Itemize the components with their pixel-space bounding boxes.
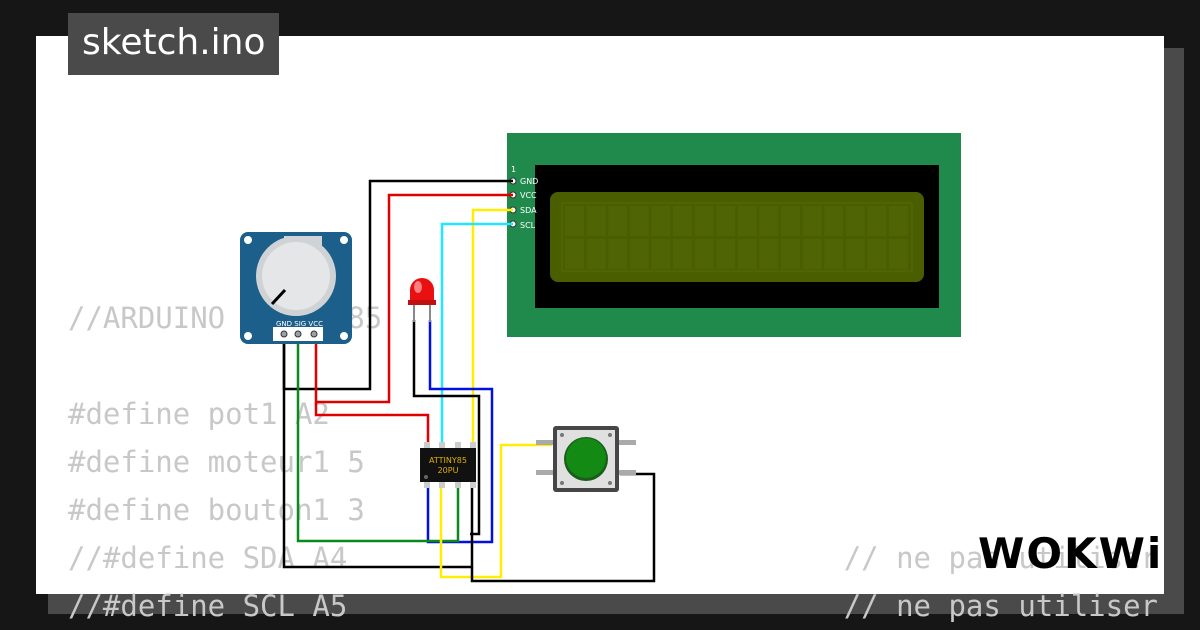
code-comment: // ne pas utiliser: [843, 589, 1158, 623]
lcd-char-cell: [824, 206, 844, 236]
attiny85-chip[interactable]: ATTINY85 20PU: [420, 442, 476, 488]
chip-label-line1: ATTINY85: [429, 456, 467, 465]
lcd-char-cell: [673, 206, 692, 236]
wire-red-vcc-lcd: [314, 193, 513, 404]
lcd-char-cell: [802, 206, 822, 236]
code-line: //#define SCL A5: [68, 589, 348, 623]
wire-yellow-button: [439, 443, 552, 579]
code-line: #define bouton1 3: [68, 493, 365, 527]
wokwi-logo: WOKWi: [978, 528, 1161, 580]
wire-green: [296, 336, 460, 543]
code-line: //#define SDA A4: [68, 541, 348, 575]
lcd-char-cell: [629, 239, 649, 269]
pushbutton[interactable]: [536, 426, 636, 492]
lcd-char-cell: [716, 239, 736, 269]
lcd-char-cell: [867, 206, 887, 236]
lcd-char-cell: [759, 206, 779, 236]
lcd-char-cell: [651, 239, 671, 269]
lcd-char-cell: [629, 206, 649, 236]
wires: [282, 179, 656, 583]
lcd-pin-sda: SDA: [520, 206, 537, 215]
pot-knob[interactable]: [262, 242, 330, 310]
button-cap[interactable]: [566, 438, 606, 478]
wokwi-logo-text: WOKWi: [978, 529, 1163, 578]
lcd-char-cell: [565, 206, 584, 236]
lcd-char-cell: [608, 206, 628, 236]
lcd-char-cell: [845, 206, 865, 236]
lcd-char-cell: [565, 239, 584, 269]
lcd-char-cell: [737, 239, 757, 269]
lcd-char-cell: [759, 239, 779, 269]
lcd-pin-vcc: VCC: [520, 191, 537, 200]
lcd-pin-number: 1: [511, 165, 516, 174]
pot-pin-labels: GND SIG VCC: [276, 320, 323, 328]
wire-blue: [426, 320, 494, 544]
lcd-char-cell: [586, 239, 606, 269]
wire-yellow-sda: [471, 208, 513, 449]
lcd-char-cell: [824, 239, 844, 269]
chip-label-line2: 20PU: [438, 466, 459, 475]
wire-black-gnd: [282, 336, 474, 569]
lcd-char-cell: [781, 239, 800, 269]
lcd-char-cell: [694, 206, 714, 236]
code-background: //ARDUINO ATTINY85 #define pot1 A2 #defi…: [68, 36, 1158, 623]
lcd-pin-scl: SCL: [520, 221, 536, 230]
lcd-char-cell: [737, 206, 757, 236]
lcd-char-cell: [889, 239, 908, 269]
lcd-char-cell: [889, 206, 908, 236]
lcd-char-cell: [716, 206, 736, 236]
code-comment: // ne pas utiliser: [843, 541, 1158, 575]
lcd-char-cell: [694, 239, 714, 269]
lcd-display[interactable]: 1 GND VCC SDA SCL: [507, 133, 961, 337]
wire-black-led: [412, 320, 481, 536]
wire-black-button: [470, 472, 656, 583]
lcd-char-cell: [845, 239, 865, 269]
lcd-char-cell: [586, 206, 606, 236]
lcd-pin-gnd: GND: [520, 177, 538, 186]
potentiometer[interactable]: GND SIG VCC: [240, 232, 352, 344]
lcd-char-cell: [802, 239, 822, 269]
wire-red-chip: [314, 402, 430, 449]
lcd-char-cell: [651, 206, 671, 236]
red-led[interactable]: [408, 278, 436, 322]
code-line: #define pot1 A2: [68, 397, 330, 431]
code-line: #define moteur1 5: [68, 445, 365, 479]
sketch-title: sketch.ino: [68, 13, 280, 75]
wire-cyan-scl: [440, 222, 513, 449]
lcd-char-cell: [781, 206, 800, 236]
lcd-char-cell: [608, 239, 628, 269]
lcd-char-cell: [673, 239, 692, 269]
lcd-char-cell: [867, 239, 887, 269]
